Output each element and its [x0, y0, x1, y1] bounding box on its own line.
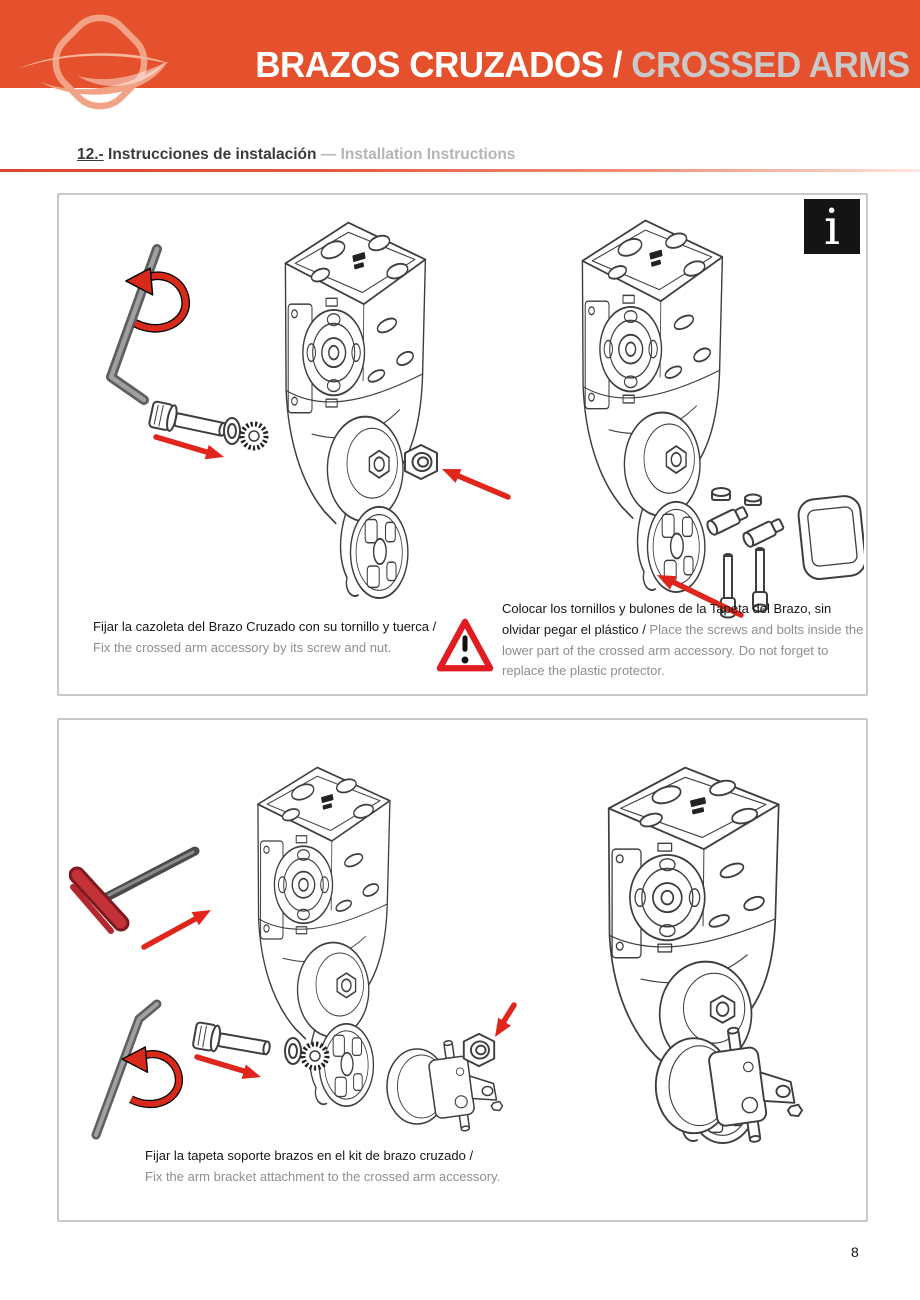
- rotation-arrow-icon: [122, 1047, 179, 1104]
- page-title-es: BRAZOS CRUZADOS /: [255, 45, 632, 86]
- direction-arrow-icon: [442, 469, 511, 500]
- warning-icon: [436, 618, 494, 672]
- caption-fix-screw: Fijar la cazoleta del Brazo Cruzado con …: [93, 617, 437, 659]
- direction-arrow-icon: [194, 1054, 261, 1079]
- section-dash: —: [320, 146, 341, 163]
- caption-en: Place the screws and bolts inside the lo…: [502, 621, 864, 679]
- caption-es: Colocar los tornillos y bulones de la Ta…: [502, 601, 832, 637]
- allen-key-icon: [91, 999, 162, 1140]
- direction-arrow-icon: [657, 575, 744, 618]
- section-title-en: Installation Instructions: [340, 146, 516, 163]
- caption-fix-arm-bracket: Fijar la tapeta soporte brazos en el kit…: [145, 1146, 665, 1188]
- allen-key-icon: [106, 244, 162, 405]
- illustration-fix-arm-bracket: [69, 766, 517, 1140]
- caption-place-screws: Colocar los tornillos y bulones de la Ta…: [502, 599, 872, 682]
- info-icon: i: [804, 199, 860, 254]
- illustration-fix-crossed-arm-screw: [106, 221, 511, 600]
- plastic-cover: [797, 495, 864, 580]
- page-title: BRAZOS CRUZADOS / CROSSED ARMS: [255, 45, 910, 87]
- caption-es: Fijar la cazoleta del Brazo Cruzado con …: [93, 619, 437, 634]
- caption-en: Fix the arm bracket attachment to the cr…: [145, 1168, 501, 1184]
- illustration-place-screws-bolts: [581, 219, 864, 619]
- cap-pins: [706, 487, 785, 548]
- t-handle-key-icon: [69, 846, 200, 934]
- section-heading: 12.- Instrucciones de instalación — Inst…: [77, 146, 515, 164]
- illustration-assembled-crossed-arm: [607, 766, 804, 1148]
- panel-step-1: i: [57, 193, 868, 696]
- caption-en: Fix the crossed arm accessory by its scr…: [93, 639, 392, 655]
- section-divider: [0, 169, 920, 172]
- direction-arrow-icon: [495, 1002, 517, 1037]
- caption-es: Fijar la tapeta soporte brazos en el kit…: [145, 1148, 474, 1163]
- page-number: 8: [851, 1244, 859, 1260]
- page-title-en: CROSSED ARMS: [631, 45, 910, 86]
- panel-step-2: Fijar la tapeta soporte brazos en el kit…: [57, 718, 868, 1222]
- brand-logo-icon: [20, 14, 168, 110]
- direction-arrow-icon: [141, 910, 211, 950]
- section-title-es: Instrucciones de instalación: [103, 146, 321, 163]
- direction-arrow-icon: [153, 434, 224, 460]
- section-number: 12.-: [77, 146, 104, 163]
